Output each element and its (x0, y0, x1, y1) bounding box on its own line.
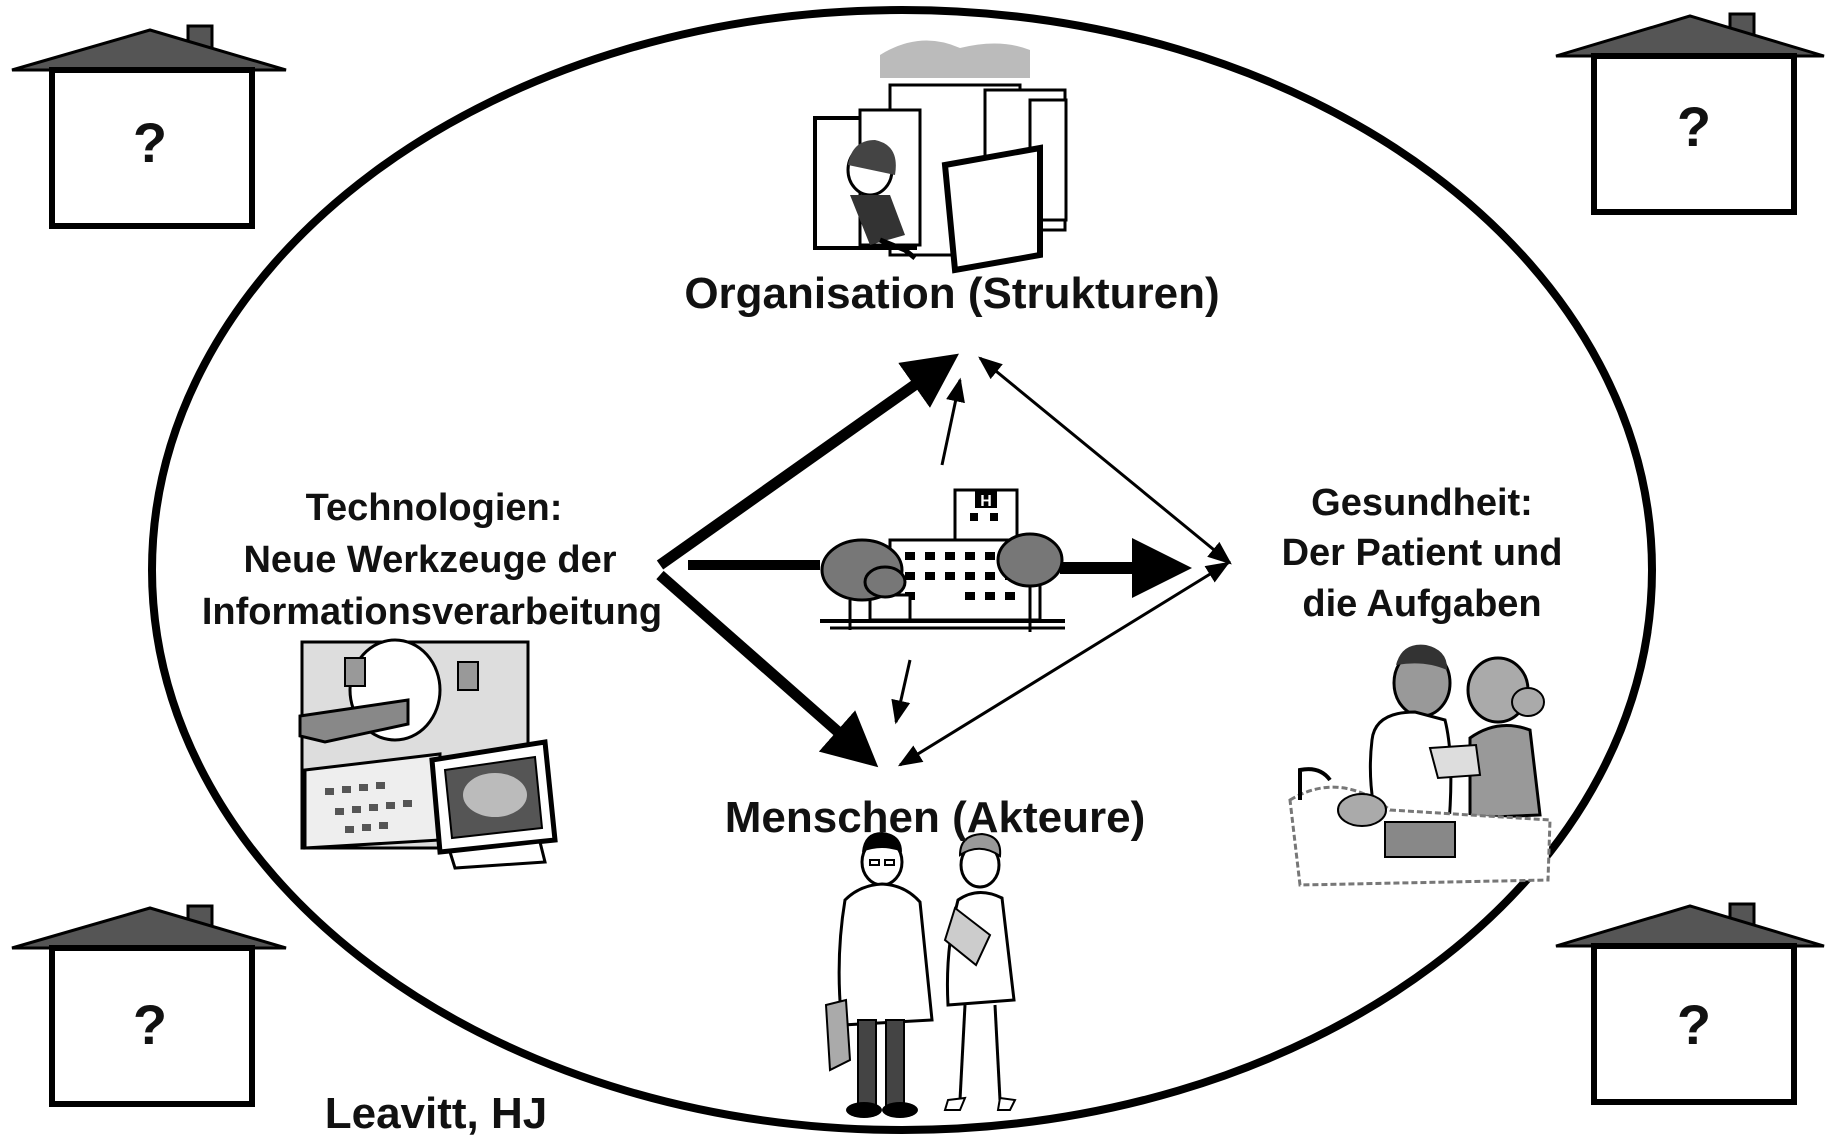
hospital-icon: H (820, 488, 1065, 632)
house-top-left-question: ? (133, 111, 167, 174)
gesundheit-label-line-1: Gesundheit: (1311, 482, 1533, 524)
medical-scanner-computer-icon (298, 638, 558, 870)
arrow-menschen-gesundheit (897, 561, 1231, 767)
technologie-label: Technologien: Neue Werkzeuge der Informa… (202, 487, 662, 633)
arrow-organisation-gesundheit (978, 356, 1232, 565)
gesundheit-label-line-3: die Aufgaben (1302, 583, 1541, 625)
doctor-and-nurse-icon (824, 832, 1017, 1118)
arrow-center-to-menschen (891, 659, 912, 725)
technologie-label-line-1: Technologien: (306, 487, 563, 529)
arrow-center-to-organisation (940, 377, 965, 466)
doctor-nurse-patient-icon (1288, 644, 1552, 887)
house-top-right-question: ? (1677, 95, 1711, 158)
system-ellipse (148, 6, 1656, 1134)
house-bottom-left: ? (11, 904, 287, 1107)
menschen-label: Menschen (Akteure) (725, 793, 1146, 842)
house-top-right: ? (1555, 12, 1825, 215)
house-bottom-left-question: ? (133, 993, 167, 1056)
citation-label: Leavitt, HJ (325, 1089, 548, 1136)
technologie-label-line-2: Neue Werkzeuge der (243, 539, 616, 581)
svg-text:H: H (980, 493, 992, 510)
technologie-label-line-3: Informationsverarbeitung (202, 591, 662, 633)
gesundheit-label: Gesundheit: Der Patient und die Aufgaben (1282, 482, 1563, 625)
maze-businesswoman-icon (813, 40, 1068, 274)
arrow-tech-to-organisation (656, 353, 959, 570)
gesundheit-label-line-2: Der Patient und (1282, 532, 1563, 574)
house-bottom-right-question: ? (1677, 993, 1711, 1056)
house-top-left: ? (11, 24, 287, 229)
organisation-label: Organisation (Strukturen) (684, 269, 1219, 318)
arrow-tech-to-menschen (656, 570, 879, 768)
house-bottom-right: ? (1555, 902, 1825, 1105)
